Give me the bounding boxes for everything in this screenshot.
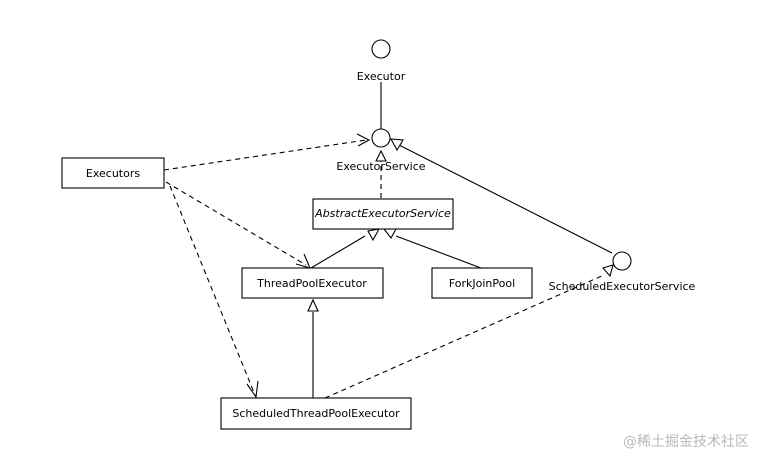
realize-scheduled-to-scheduledservice bbox=[324, 274, 605, 399]
executors-box bbox=[61, 157, 165, 189]
dep-arrowhead-threadpool bbox=[295, 253, 311, 269]
abstract-executor-service-box bbox=[312, 198, 454, 230]
dep-executors-to-scheduled bbox=[169, 185, 256, 396]
triangle-abstract-right bbox=[382, 228, 397, 239]
executor-label: Executor bbox=[357, 70, 406, 83]
abstract-executor-service-label: AbstractExecutorService bbox=[314, 207, 451, 220]
executor-interface-icon bbox=[371, 39, 391, 59]
triangle-scheduledservice-from-scheduled bbox=[602, 264, 614, 278]
dep-executors-to-threadpool bbox=[165, 181, 307, 266]
triangle-executorservice-from-abstract bbox=[375, 149, 387, 162]
fork-join-pool-label: ForkJoinPool bbox=[449, 277, 515, 290]
executor-service-label: ExecutorService bbox=[336, 160, 425, 173]
edge-abstract-to-threadpool bbox=[310, 235, 366, 269]
executor-service-interface-icon bbox=[371, 128, 391, 148]
triangle-threadpool-from-scheduled bbox=[307, 298, 319, 312]
dep-arrowhead-executorservice bbox=[356, 133, 371, 147]
scheduled-executor-service-label: ScheduledExecutorService bbox=[549, 280, 696, 293]
scheduled-thread-pool-executor-label: ScheduledThreadPoolExecutor bbox=[232, 407, 400, 420]
triangle-executorservice-from-scheduledservice bbox=[390, 138, 404, 152]
edge-scheduledservice-to-executorservice bbox=[398, 144, 613, 254]
scheduled-thread-pool-executor-box bbox=[220, 397, 412, 430]
thread-pool-executor-box bbox=[241, 267, 384, 299]
thread-pool-executor-label: ThreadPoolExecutor bbox=[256, 277, 367, 290]
edge-forkjoin-to-abstract bbox=[395, 235, 482, 269]
executors-label: Executors bbox=[86, 167, 140, 180]
watermark: @稀土掘金技术社区 bbox=[623, 434, 749, 450]
dep-arrowhead-scheduled bbox=[246, 380, 259, 399]
triangle-abstract-left bbox=[367, 228, 381, 242]
scheduled-executor-service-interface-icon bbox=[612, 251, 632, 271]
dep-executors-to-executorservice bbox=[163, 139, 367, 171]
fork-join-pool-box bbox=[431, 267, 533, 299]
